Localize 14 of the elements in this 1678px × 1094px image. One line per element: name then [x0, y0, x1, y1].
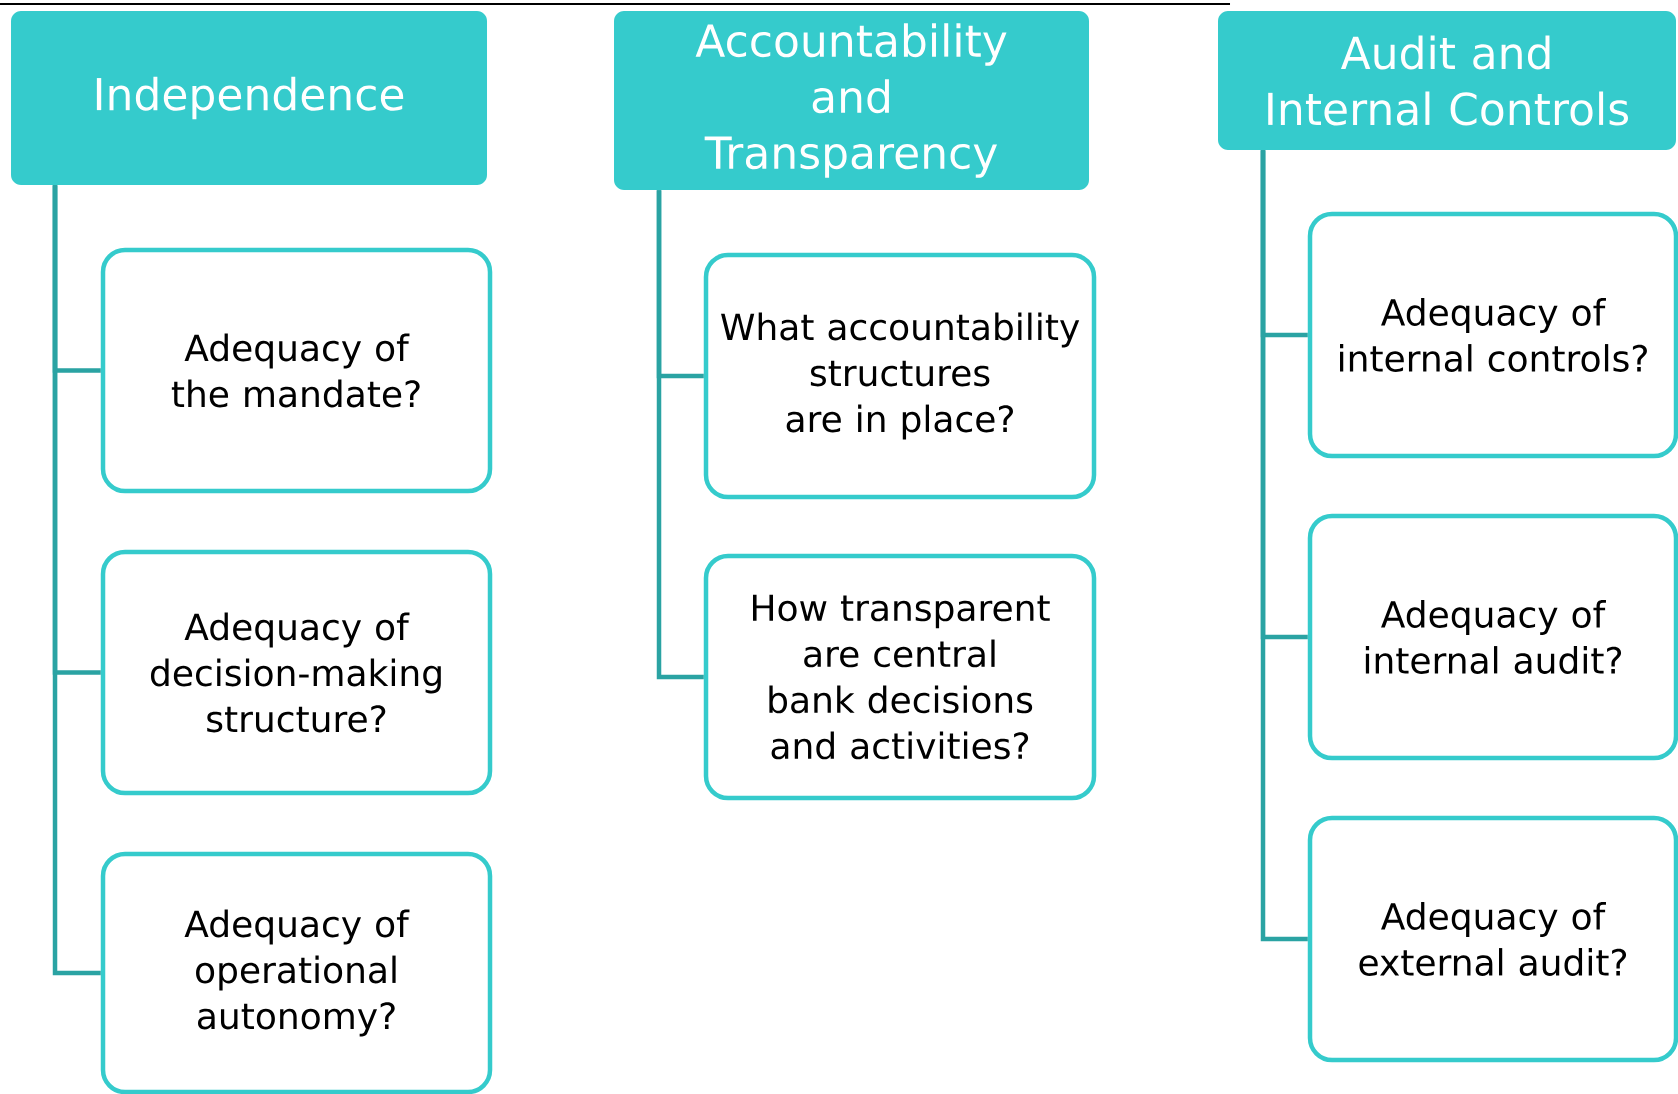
question-box: What accountability structures are in place?	[703, 252, 1097, 500]
connector-line	[656, 190, 704, 680]
question-box: Adequacy of the mandate?	[100, 247, 493, 494]
header-box: Independence	[11, 11, 487, 185]
question-box: Adequacy of internal audit?	[1307, 513, 1678, 761]
question-box: How transparent are central bank decisions and activities?	[703, 553, 1097, 801]
question-box: Adequacy of external audit?	[1307, 815, 1678, 1063]
header-box: Audit and Internal Controls	[1218, 11, 1676, 150]
question-box: Adequacy of internal controls?	[1307, 211, 1678, 459]
question-box: Adequacy of decision-making structure?	[100, 549, 493, 796]
connector-line	[1260, 150, 1308, 942]
connector-line	[52, 185, 101, 976]
question-box: Adequacy of operational autonomy?	[100, 851, 493, 1094]
header-box: Accountability and Transparency	[614, 11, 1089, 190]
